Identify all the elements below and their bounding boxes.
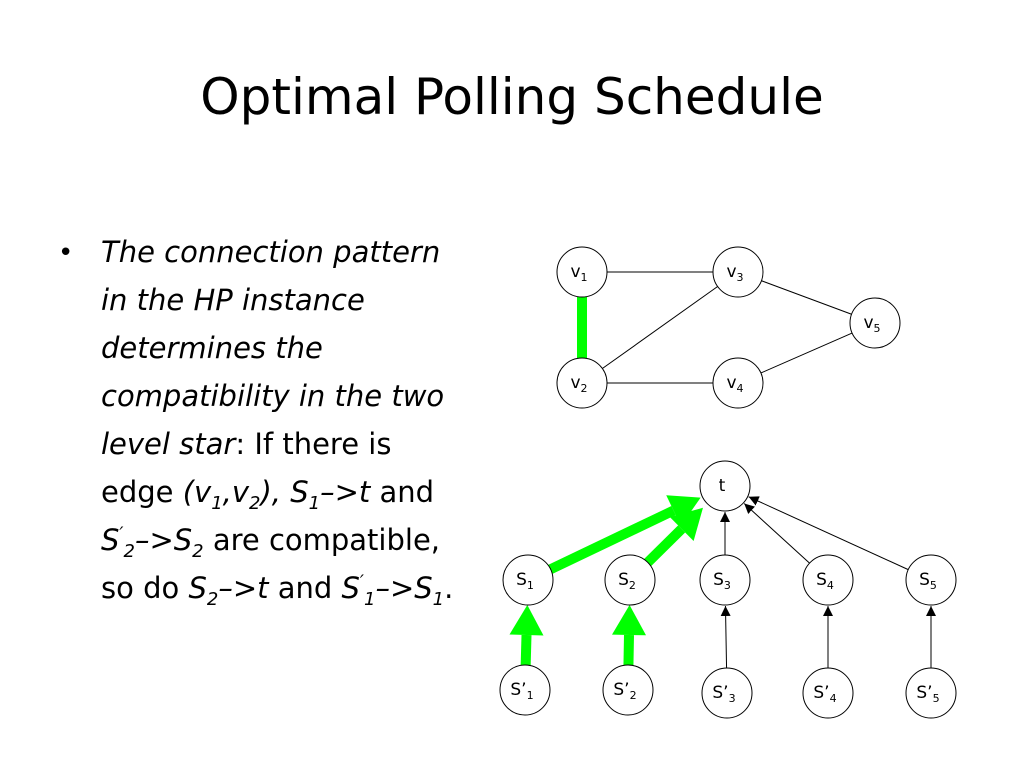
- pair2-and: and: [268, 571, 342, 605]
- node-S1-circle: [502, 554, 554, 606]
- node-v1-circle: [556, 246, 608, 298]
- bullet-after-colon: : If there is edge: [101, 427, 392, 509]
- node-v2-label: v2: [570, 373, 587, 395]
- node-Sp2-circle: [602, 664, 654, 716]
- node-S2-circle: [604, 554, 656, 606]
- node-v1-label: v1: [570, 262, 587, 284]
- node-v3-circle: [712, 246, 764, 298]
- node-S5: S5: [905, 554, 957, 606]
- node-Sp2-label: S’2: [613, 680, 636, 702]
- pair1-and: and: [370, 475, 435, 509]
- pair2-second: S′1–>S1: [341, 571, 445, 610]
- pair2-end: .: [444, 571, 454, 605]
- node-Sp4: S’4: [802, 667, 854, 719]
- node-Sp4-circle: [802, 667, 854, 719]
- bullet-dot: •: [58, 238, 74, 268]
- node-v2: v2: [556, 357, 608, 409]
- bullet-italic-intro: The connection pattern in the HP instanc…: [101, 235, 445, 461]
- edge-v4-v5: [760, 332, 853, 374]
- node-v5: v5: [849, 297, 901, 349]
- node-t: t: [699, 460, 751, 512]
- highlighted-arrow-Sp2-S2-shaft: [623, 634, 634, 667]
- highlighted-arrow-S1-t-head: [666, 495, 701, 526]
- node-S3-circle: [699, 554, 751, 606]
- node-S1: S1: [502, 554, 554, 606]
- node-v4-circle: [712, 357, 764, 409]
- node-Sp3-circle: [701, 667, 753, 719]
- node-S5-circle: [905, 554, 957, 606]
- node-v3-label: v3: [726, 262, 743, 284]
- arrow-Sp3-S3: [720, 605, 731, 669]
- highlighted-arrow-Sp1-S1-head: [509, 604, 544, 636]
- node-t-circle: [699, 460, 751, 512]
- node-v5-label: v5: [863, 313, 880, 335]
- node-Sp1: S’1: [499, 664, 551, 716]
- edge-v3-v5: [761, 280, 852, 315]
- highlighted-arrow-Sp2-S2: [612, 604, 646, 667]
- slide-title: Optimal Polling Schedule: [200, 68, 824, 126]
- node-Sp3-label: S’3: [712, 683, 735, 705]
- node-v1: v1: [556, 246, 608, 298]
- node-S3: S3: [699, 554, 751, 606]
- node-Sp1-label: S’1: [510, 680, 533, 702]
- node-Sp5-label: S’5: [916, 683, 939, 705]
- highlighted-arrow-S2-t-shaft: [641, 525, 686, 569]
- node-S5-label: S5: [919, 570, 937, 592]
- node-S2: S2: [604, 554, 656, 606]
- node-Sp1-circle: [499, 664, 551, 716]
- highlighted-arrow-Sp1-S1-shaft: [520, 634, 532, 667]
- node-v5-circle: [849, 297, 901, 349]
- highlighted-arrow-Sp2-S2-head: [612, 604, 646, 636]
- highlighted-arrow-S2-t: [641, 507, 703, 569]
- node-Sp5-circle: [905, 667, 957, 719]
- highlighted-arrow-S1-t-shaft: [546, 506, 676, 575]
- node-S1-label: S1: [516, 570, 534, 592]
- node-S4-circle: [802, 554, 854, 606]
- highlighted-arrow-Sp1-S1: [509, 604, 544, 667]
- pair2-first: S2–>t: [188, 571, 269, 610]
- node-Sp5: S’5: [905, 667, 957, 719]
- node-S2-label: S2: [618, 570, 636, 592]
- edge-notation: (v1,v2),: [182, 475, 282, 514]
- edge-v2-v3: [602, 286, 718, 369]
- node-v3: v3: [712, 246, 764, 298]
- highlighted-arrow-S1-t: [546, 495, 701, 575]
- pair1-first: S1–>t: [290, 475, 371, 514]
- node-v2-circle: [556, 357, 608, 409]
- node-S4-label: S4: [816, 570, 834, 592]
- node-t-label: t: [719, 476, 726, 496]
- node-S3-label: S3: [713, 570, 731, 592]
- arrow-S5-t: [748, 496, 909, 571]
- node-v4: v4: [712, 357, 764, 409]
- arrow-S4-t: [743, 503, 810, 564]
- node-Sp3: S’3: [701, 667, 753, 719]
- pair1-second: S′2–>S2: [101, 523, 204, 562]
- node-Sp2: S’2: [602, 664, 654, 716]
- node-S4: S4: [802, 554, 854, 606]
- pair1-rest: are compatible, so do: [101, 523, 441, 605]
- node-Sp4-label: S’4: [813, 683, 836, 705]
- bullet-text: The connection pattern in the HP instanc…: [101, 228, 461, 612]
- highlighted-arrow-S2-t-head: [669, 507, 703, 541]
- node-v4-label: v4: [726, 373, 743, 395]
